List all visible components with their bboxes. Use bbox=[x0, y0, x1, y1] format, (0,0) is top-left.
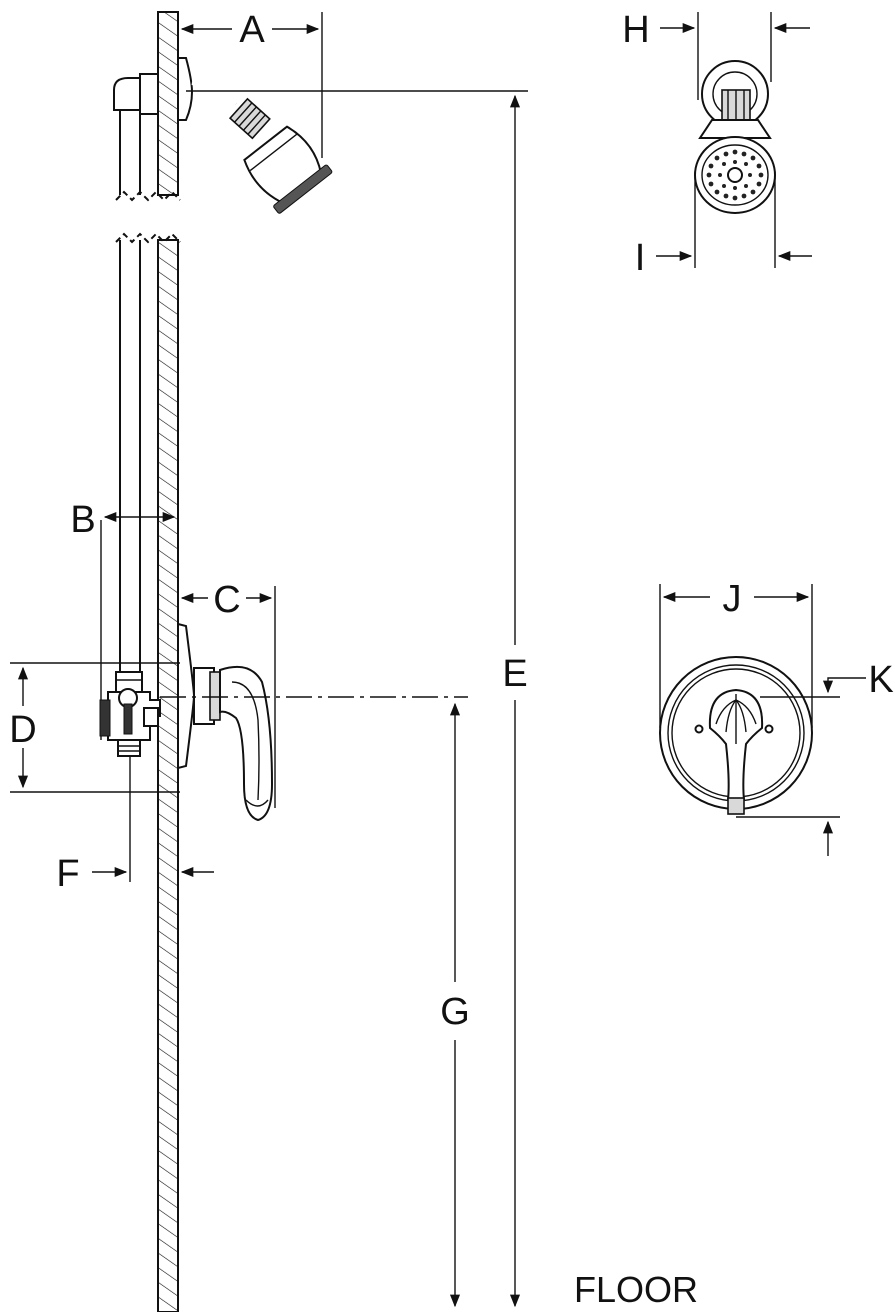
dimension-c: C bbox=[180, 579, 276, 808]
label-h: H bbox=[622, 9, 649, 51]
trim-front-view bbox=[659, 656, 813, 815]
dimension-k: K bbox=[736, 659, 894, 856]
label-d: D bbox=[9, 709, 36, 751]
floor-label: FLOOR bbox=[574, 1269, 698, 1310]
trim-side-view bbox=[177, 622, 274, 822]
dimension-d: D bbox=[9, 662, 180, 793]
supply-pipe bbox=[113, 73, 159, 672]
dimension-f: F bbox=[56, 756, 214, 895]
label-f: F bbox=[56, 853, 79, 895]
label-b: B bbox=[70, 499, 95, 541]
label-k: K bbox=[868, 659, 893, 701]
dimension-b: B bbox=[70, 499, 176, 740]
label-j: J bbox=[723, 578, 742, 620]
dimension-i: I bbox=[635, 172, 812, 279]
label-i: I bbox=[635, 237, 646, 279]
label-g: G bbox=[440, 991, 470, 1033]
shower-head-side-view bbox=[177, 57, 333, 214]
dimension-g: G bbox=[440, 702, 470, 1308]
wall-section bbox=[115, 11, 181, 1312]
valve-body-side-view bbox=[99, 671, 161, 757]
dimension-j: J bbox=[659, 578, 813, 728]
dimension-h: H bbox=[622, 9, 810, 100]
label-c: C bbox=[213, 579, 240, 621]
dimension-a: A bbox=[180, 9, 323, 158]
dimension-e: E bbox=[502, 94, 528, 1308]
label-e: E bbox=[502, 653, 527, 695]
shower-head-front-view bbox=[694, 60, 776, 214]
label-a: A bbox=[239, 9, 265, 51]
